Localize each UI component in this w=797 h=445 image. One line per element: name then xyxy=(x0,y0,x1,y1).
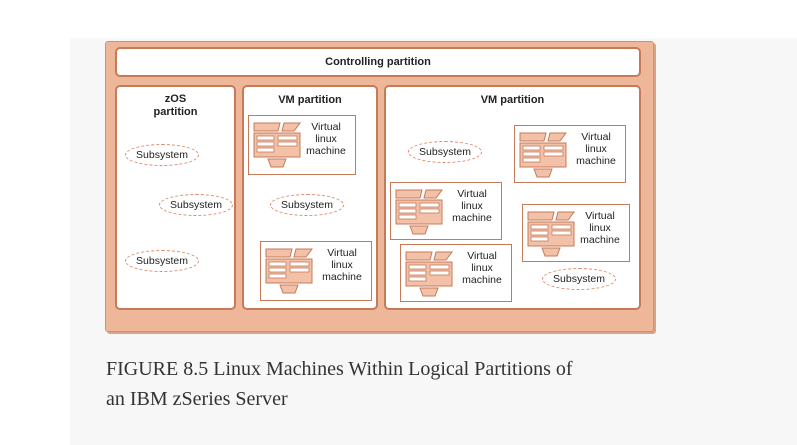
vm-line2: linux xyxy=(331,259,353,271)
server-icon xyxy=(265,248,313,294)
vm-line2: linux xyxy=(461,200,483,212)
subsystem: Subsystem xyxy=(270,194,344,216)
vm-line1: Virtual xyxy=(585,210,615,222)
server-icon xyxy=(405,251,453,297)
vm-line2: linux xyxy=(315,133,337,145)
vm-line3: machine xyxy=(452,212,492,224)
vm-label: Virtual linux machine xyxy=(301,121,351,157)
subsystem: Subsystem xyxy=(542,268,616,290)
zos-label-line1: zOS xyxy=(164,93,187,105)
vm-line3: machine xyxy=(576,155,616,167)
subsystem: Subsystem xyxy=(408,141,482,163)
virtual-linux-machine: Virtual linux machine xyxy=(390,182,502,240)
vm-label: Virtual linux machine xyxy=(447,188,497,224)
vm-line2: linux xyxy=(589,222,611,234)
virtual-linux-machine: Virtual linux machine xyxy=(514,125,626,183)
vm-line1: Virtual xyxy=(467,250,497,262)
vm-line1: Virtual xyxy=(581,131,611,143)
vm-label: Virtual linux machine xyxy=(457,250,507,286)
vm-line3: machine xyxy=(580,234,620,246)
vm-partition-2-label: VM partition xyxy=(480,94,545,106)
vm-line3: machine xyxy=(322,271,362,283)
vm-partition-1-label: VM partition xyxy=(278,94,342,106)
virtual-linux-machine: Virtual linux machine xyxy=(400,244,512,302)
server-icon xyxy=(253,122,301,168)
vm-line1: Virtual xyxy=(457,188,487,200)
vm-partition-2: VM partition Subsystem Virtual linux mac… xyxy=(384,85,641,310)
controlling-partition: Controlling partition xyxy=(115,47,641,77)
zos-label-line2: partition xyxy=(153,106,198,118)
subsystem: Subsystem xyxy=(159,194,233,216)
vm-line1: Virtual xyxy=(327,247,357,259)
vm-line3: machine xyxy=(306,145,346,157)
vm-label: Virtual linux machine xyxy=(575,210,625,246)
server-icon xyxy=(395,189,443,235)
subsystem: Subsystem xyxy=(125,250,199,272)
caption-line1: FIGURE 8.5 Linux Machines Within Logical… xyxy=(106,358,573,380)
vm-line2: linux xyxy=(471,262,493,274)
vm-line3: machine xyxy=(462,274,502,286)
vm-label: Virtual linux machine xyxy=(571,131,621,167)
vm-partition-1: VM partition Virtual linux machine Subsy… xyxy=(242,85,378,310)
virtual-linux-machine: Virtual linux machine xyxy=(260,241,372,301)
server-icon xyxy=(519,132,567,178)
zos-partition: zOS partition Subsystem Subsystem Subsys… xyxy=(115,85,236,310)
vm-line2: linux xyxy=(585,143,607,155)
virtual-linux-machine: Virtual linux machine xyxy=(522,204,630,262)
vm-label: Virtual linux machine xyxy=(317,247,367,283)
subsystem: Subsystem xyxy=(125,144,199,166)
virtual-linux-machine: Virtual linux machine xyxy=(248,115,356,175)
caption-line2: an IBM zSeries Server xyxy=(106,388,288,410)
controlling-partition-label: Controlling partition xyxy=(325,56,431,68)
figure-caption: FIGURE 8.5 Linux Machines Within Logical… xyxy=(106,354,706,414)
partition-diagram: Controlling partition zOS partition Subs… xyxy=(105,41,654,332)
zos-partition-label: zOS partition xyxy=(117,93,234,119)
server-icon xyxy=(527,211,575,257)
vm-line1: Virtual xyxy=(311,121,341,133)
